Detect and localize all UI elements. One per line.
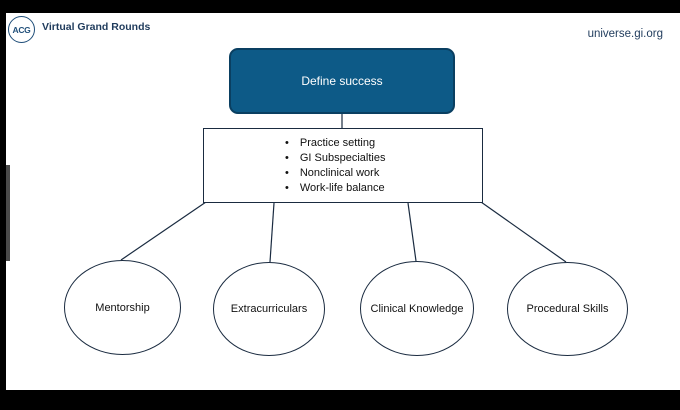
- procedural-skills-node: Procedural Skills: [507, 262, 628, 356]
- website-url: universe.gi.org: [587, 28, 663, 40]
- extracurriculars-node: Extracurriculars: [213, 262, 325, 356]
- slide: ACG Virtual Grand Rounds universe.gi.org…: [6, 13, 680, 390]
- success-factors-box: Practice setting GI Subspecialties Noncl…: [203, 128, 483, 203]
- clinical-knowledge-node: Clinical Knowledge: [360, 261, 474, 356]
- success-factors-list: Practice setting GI Subspecialties Noncl…: [284, 136, 386, 196]
- list-item: Practice setting: [284, 136, 385, 151]
- acg-logo: ACG: [8, 16, 35, 43]
- connector-list-to-mentorship: [120, 201, 207, 261]
- window-edge-tab: [6, 165, 10, 261]
- define-success-box: Define success: [229, 48, 455, 114]
- connector-lines: [120, 114, 567, 263]
- connector-list-to-clinical-knowledge: [407, 202, 417, 262]
- connector-list-to-extracurriculars: [269, 202, 275, 263]
- list-item: GI Subspecialties: [284, 151, 386, 166]
- connector-list-to-procedural-skills: [480, 201, 567, 263]
- slide-header-title: Virtual Grand Rounds: [42, 21, 151, 33]
- list-item: Work-life balance: [284, 181, 385, 196]
- list-item: Nonclinical work: [284, 166, 385, 181]
- mentorship-node: Mentorship: [64, 260, 181, 355]
